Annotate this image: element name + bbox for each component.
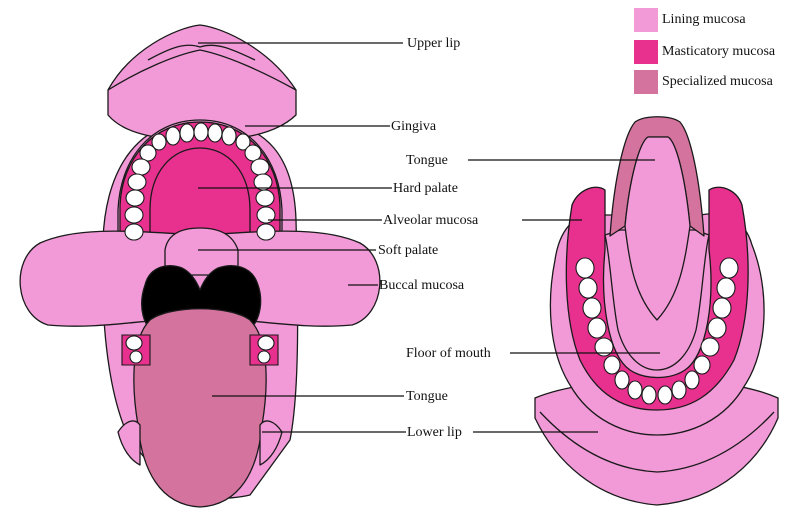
legend-item-masticatory-mucosa: Masticatory mucosa (634, 39, 775, 64)
label-lower-lip: Lower lip (407, 425, 462, 441)
legend-item-specialized-mucosa: Specialized mucosa (634, 69, 773, 94)
legend-swatch (634, 70, 658, 94)
label-hard-palate: Hard palate (393, 181, 458, 197)
lower-lip-left (118, 421, 140, 465)
legend-label: Masticatory mucosa (662, 44, 775, 60)
label-soft-palate: Soft palate (378, 243, 438, 259)
label-alveolar-mucosa: Alveolar mucosa (383, 213, 478, 229)
legend-label: Lining mucosa (662, 12, 746, 28)
legend-item-lining-mucosa: Lining mucosa (634, 7, 746, 32)
label-buccal-mucosa: Buccal mucosa (379, 278, 464, 294)
label-gingiva: Gingiva (391, 119, 436, 135)
left-tongue (134, 309, 266, 507)
legend-label: Specialized mucosa (662, 74, 773, 90)
legend-swatch (634, 8, 658, 32)
legend-swatch (634, 40, 658, 64)
label-tongue-right: Tongue (406, 153, 448, 169)
label-upper-lip: Upper lip (407, 36, 460, 52)
label-tongue-left: Tongue (406, 389, 448, 405)
label-floor-of-mouth: Floor of mouth (406, 346, 491, 362)
